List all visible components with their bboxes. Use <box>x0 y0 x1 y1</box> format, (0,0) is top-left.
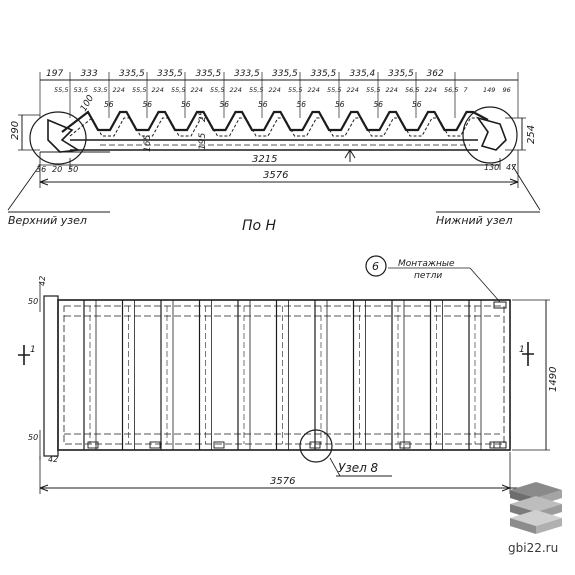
rib-dim-25: 25 <box>198 110 208 122</box>
angle-label-3: 56 <box>220 100 230 109</box>
cross-section-view: 197 333 335,5 335,5 335,5 333,5 335,5 335,5 335,… <box>7 69 541 234</box>
plan-height-dim: 1490 <box>548 367 559 392</box>
rib-dim-100: 100 <box>79 93 96 113</box>
sub-dim-0: 55,5 <box>54 86 68 94</box>
top-dim-2: 335,5 <box>119 69 145 79</box>
plan-dim-left-top: 50 <box>28 297 38 306</box>
angle-labels: 56 56 56 56 56 56 56 56 56 <box>104 100 422 109</box>
top-dim-0: 197 <box>46 69 63 79</box>
item-number-circle <box>365 255 387 277</box>
sub-dim-4: 55,5 <box>132 86 146 94</box>
inner-length-dim: 3215 <box>252 154 277 165</box>
top-dim-9: 335,5 <box>388 69 414 79</box>
top-dim-6: 335,5 <box>272 69 298 79</box>
loops-label-1: Монтажные <box>398 259 455 269</box>
bottom-right-dim-47: 47 <box>506 163 517 172</box>
upper-node-label: Верхний узел <box>8 214 87 227</box>
right-height-dim: 254 <box>526 125 537 144</box>
sub-dim-11: 224 <box>269 86 281 94</box>
section-mark-left: 1 <box>30 345 36 355</box>
top-dim-3: 335,5 <box>157 69 183 79</box>
sub-dim-5: 224 <box>152 86 164 94</box>
plan-length-dim: 3576 <box>270 476 295 487</box>
sub-dim-21: 7 <box>464 86 469 94</box>
watermark-logo <box>510 482 562 534</box>
rib-dim-165: 165 <box>143 135 153 152</box>
angle-label-7: 56 <box>374 100 384 109</box>
node-8-circle <box>299 429 333 463</box>
sub-dim-9: 224 <box>230 86 242 94</box>
plan-dim-left-bottom: 50 <box>28 433 38 442</box>
view-label: По Н <box>242 218 277 234</box>
top-dimension-labels: 197 333 335,5 335,5 335,5 333,5 335,5 335,5 335,… <box>46 69 444 79</box>
angle-label-5: 56 <box>297 100 307 109</box>
sub-dim-3: 224 <box>113 86 125 94</box>
plan-rib-lines <box>83 300 482 450</box>
sub-dimension-labels: 55,5 53,5 53,5 224 55,5 224 55,5 224 55,5 224 55,5… <box>54 86 511 94</box>
angle-label-8: 56 <box>412 100 422 109</box>
sub-dim-18: 56,5 <box>405 86 419 94</box>
plan-dim-top-left: 42 <box>38 276 47 286</box>
total-length-dim: 3576 <box>263 170 288 181</box>
top-dim-4: 335,5 <box>196 69 222 79</box>
section-mark-right: 1 <box>519 345 525 355</box>
sub-dim-23: 96 <box>503 86 511 94</box>
sub-dim-10: 55,5 <box>249 86 263 94</box>
left-height-dim: 290 <box>10 121 21 140</box>
angle-label-0: 56 <box>104 100 114 109</box>
bottom-left-dim-20: 20 <box>52 165 62 174</box>
sub-dim-6: 55,5 <box>171 86 185 94</box>
top-dim-1: 333 <box>81 69 98 79</box>
sub-dim-22: 149 <box>483 86 495 94</box>
sub-dim-12: 55,5 <box>288 86 302 94</box>
sub-dim-16: 55,5 <box>366 86 380 94</box>
sub-dim-2: 53,5 <box>93 86 107 94</box>
plan-view: 42 50 50 42 1 1 1490 6 Монтажные петли У… <box>18 255 559 494</box>
lower-node-label: Нижний узел <box>436 214 512 227</box>
angle-label-2: 56 <box>181 100 191 109</box>
item-number: 6 <box>372 260 379 273</box>
angle-label-4: 56 <box>258 100 268 109</box>
sub-dim-20: 56,5 <box>444 86 458 94</box>
top-dim-8: 335,4 <box>350 69 376 79</box>
sub-dim-1: 53,5 <box>74 86 88 94</box>
sub-dim-17: 224 <box>386 86 398 94</box>
angle-label-1: 56 <box>143 100 153 109</box>
top-dim-7: 335,5 <box>311 69 337 79</box>
plan-dim-bottom-left: 42 <box>48 455 58 464</box>
loops-label-2: петли <box>414 271 442 281</box>
sub-dim-15: 224 <box>347 86 359 94</box>
sub-dim-14: 55,5 <box>327 86 341 94</box>
top-dim-10: 362 <box>427 69 444 79</box>
rib-dim-195: 195 <box>198 133 208 150</box>
bottom-right-dim-130: 130 <box>484 163 499 172</box>
bottom-left-dim-36: 36 <box>36 165 46 174</box>
upper-node-circle <box>29 111 87 165</box>
top-dim-5: 333,5 <box>234 69 260 79</box>
sub-dim-7: 224 <box>191 86 203 94</box>
corrugated-profile <box>61 110 489 133</box>
angle-label-6: 56 <box>335 100 345 109</box>
lower-node-circle <box>462 106 518 164</box>
sub-dim-13: 224 <box>308 86 320 94</box>
watermark-site: gbi22.ru <box>508 541 558 555</box>
node-8-label: Узел 8 <box>338 461 379 475</box>
sub-dim-19: 224 <box>425 86 437 94</box>
sub-dim-8: 55,5 <box>210 86 224 94</box>
bottom-left-dim-50: 50 <box>68 165 78 174</box>
